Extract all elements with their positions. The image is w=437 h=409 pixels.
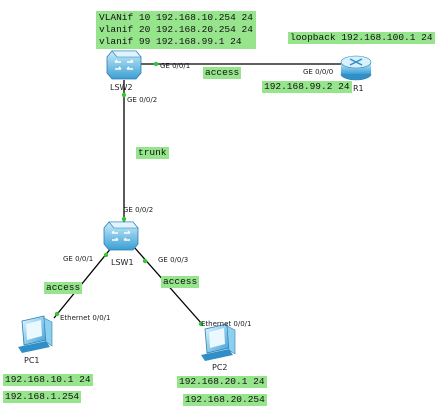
endpoint-dot <box>142 258 148 264</box>
config-line: vlanif 20 192.168.20.254 24 <box>99 24 253 35</box>
device-name-r1: R1 <box>353 84 364 93</box>
link-lsw1-pc1-mode: access <box>44 282 83 294</box>
device-name-lsw1: LSW1 <box>111 258 134 267</box>
pc-icon[interactable] <box>201 323 236 361</box>
endpoint-dot <box>121 216 127 222</box>
port-label: GE 0/0/0 <box>303 68 334 76</box>
port-label: Ethernet 0/0/1 <box>201 320 252 328</box>
device-name-pc2: PC2 <box>212 363 228 372</box>
port-label: GE 0/0/1 <box>63 255 94 263</box>
endpoint-dot <box>153 61 159 67</box>
port-label: GE 0/0/2 <box>123 206 154 214</box>
switch-icon[interactable] <box>106 50 142 80</box>
config-line: vlanif 99 192.168.99.1 24 <box>99 36 242 47</box>
pc1-ip-label: 192.168.10.1 24 <box>3 374 93 386</box>
port-label: Ethernet 0/0/1 <box>60 314 111 322</box>
lsw2-config-label: VLANif 10 192.168.10.254 24 vlanif 20 19… <box>96 11 256 49</box>
device-name-pc1: PC1 <box>24 356 40 365</box>
endpoint-dot <box>121 92 127 98</box>
pc2-gateway-label: 192.168.20.254 <box>183 394 267 406</box>
pc-icon[interactable] <box>18 315 53 353</box>
config-line: VLANif 10 192.168.10.254 24 <box>99 12 253 23</box>
port-label: GE 0/0/1 <box>160 62 191 70</box>
link-lsw1-pc1 <box>53 246 113 319</box>
switch-icon[interactable] <box>103 221 139 251</box>
port-label: GE 0/0/3 <box>158 256 189 264</box>
pc1-gateway-label: 192.168.1.254 <box>3 391 82 403</box>
endpoint-dot <box>103 252 109 258</box>
endpoint-dot <box>198 321 204 327</box>
port-label: GE 0/0/2 <box>127 96 158 104</box>
pc2-ip-label: 192.168.20.1 24 <box>177 376 267 388</box>
device-name-lsw2: LSW2 <box>110 83 133 92</box>
router-icon[interactable] <box>340 55 372 81</box>
link-lsw1-pc2-mode: access <box>161 276 200 288</box>
endpoint-dot <box>54 311 60 317</box>
link-lsw2-lsw1-mode: trunk <box>136 147 169 159</box>
r1-loopback-label: loopback 192.168.100.1 24 <box>288 32 435 44</box>
link-lsw2-r1-mode: access <box>203 67 242 79</box>
r1-ip-label: 192.168.99.2 24 <box>262 81 352 93</box>
